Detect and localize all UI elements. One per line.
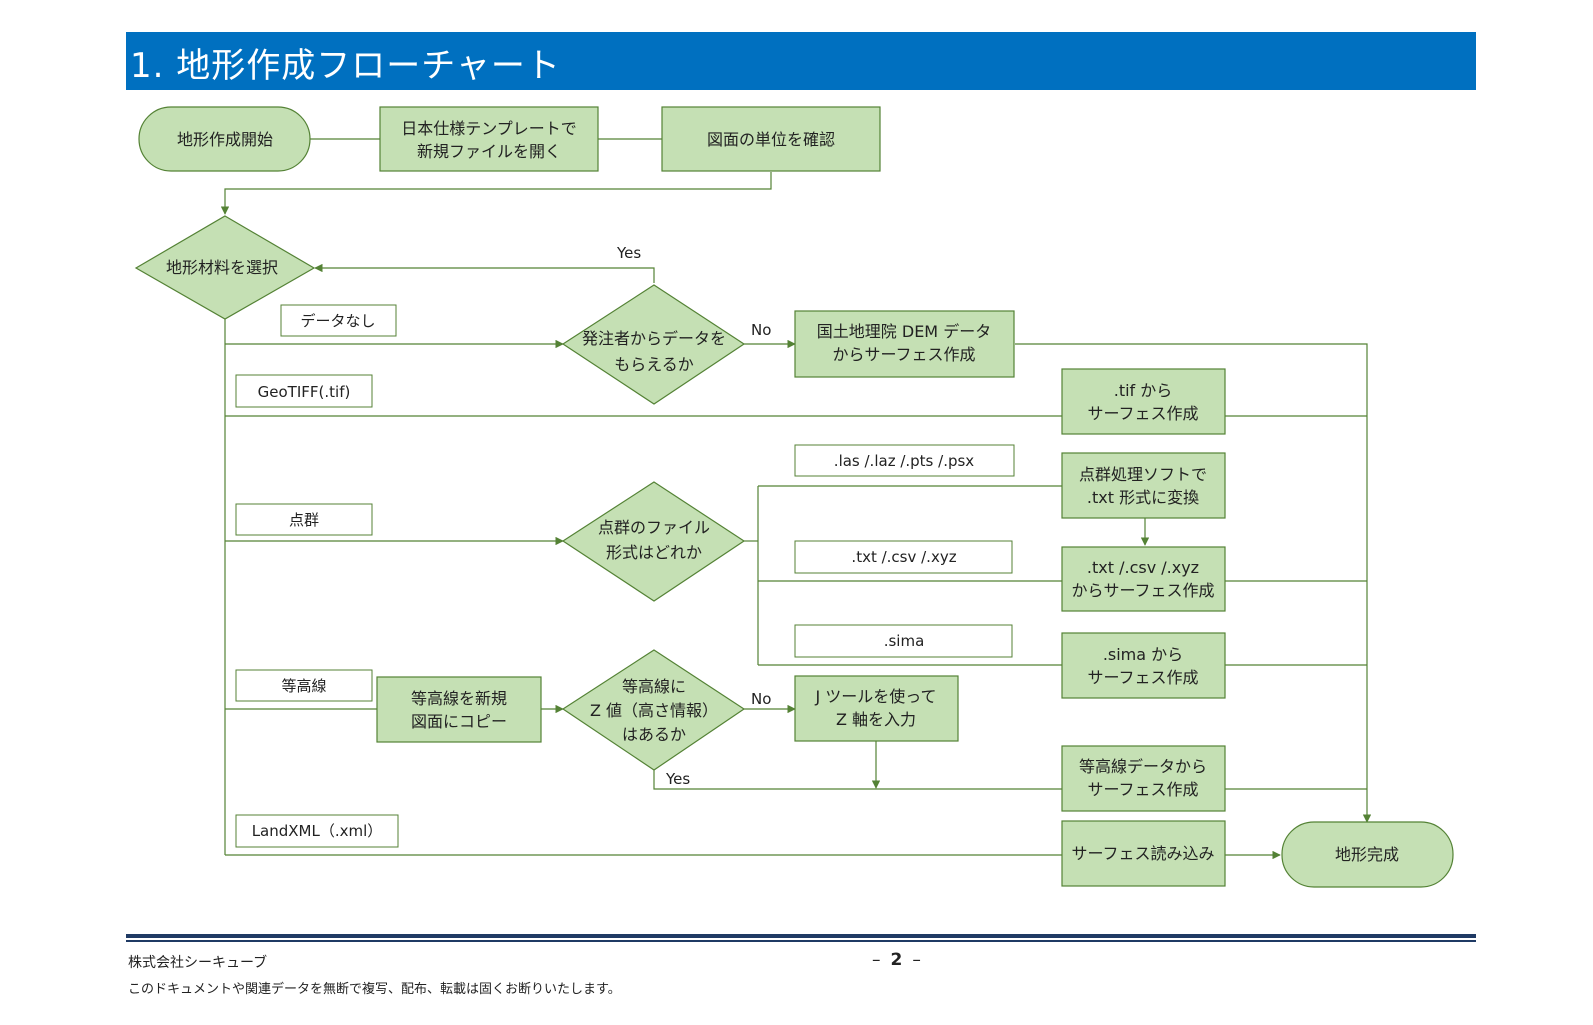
tif-surface-box	[1061, 368, 1226, 435]
label-no-top: No	[751, 321, 771, 339]
label-box-geotiff	[235, 374, 373, 408]
end-text: 地形完成	[1335, 845, 1399, 864]
label-texts: データなし GeoTIFF(.tif) 点群 等高線 LandXML（.xml）…	[252, 312, 975, 840]
client-data-text-1: 発注者からデータを	[582, 329, 726, 348]
sima-surface-text-1: .sima から	[1103, 645, 1183, 664]
txt-surface-text-1: .txt /.csv /.xyz	[1087, 558, 1199, 577]
label-contour: 等高線	[281, 677, 326, 695]
label-box-las	[794, 444, 1015, 477]
open-template-text-1: 日本仕様テンプレートで	[401, 119, 577, 138]
page-number: –2–	[872, 950, 921, 970]
connectors	[220, 138, 1372, 860]
gsi-dem-text-1: 国土地理院 DEM データ	[817, 322, 991, 341]
end-terminator	[1281, 821, 1454, 888]
contour-surface-text-1: 等高線データから	[1079, 757, 1207, 776]
label-box-txt	[794, 540, 1013, 574]
connector-right-trunk	[1015, 343, 1372, 823]
label-box-pointcloud	[235, 503, 373, 536]
z-value-text-3: はあるか	[622, 725, 686, 744]
label-sima: .sima	[884, 632, 925, 650]
page-dash-right: –	[912, 950, 921, 970]
label-geotiff: GeoTIFF(.tif)	[258, 383, 351, 401]
sima-surface-text-2: サーフェス作成	[1087, 668, 1198, 687]
load-surface-box	[1061, 820, 1226, 887]
z-value-text-1: 等高線に	[622, 677, 686, 696]
open-template-box	[379, 106, 599, 172]
pointcloud-format-text-2: 形式はどれか	[606, 543, 702, 562]
copy-contour-text-1: 等高線を新規	[411, 689, 507, 708]
flow-nodes	[134, 106, 1454, 888]
page-title: 1. 地形作成フローチャート	[130, 46, 561, 86]
select-material-diamond	[134, 215, 316, 320]
label-boxes	[235, 304, 1015, 848]
pointcloud-convert-text-1: 点群処理ソフトで	[1079, 465, 1207, 484]
label-box-sima	[794, 624, 1013, 658]
footer-company: 株式会社シーキューブ	[128, 955, 268, 971]
tif-surface-text-1: .tif から	[1114, 381, 1173, 400]
copy-contour-box	[376, 676, 542, 743]
pointcloud-convert-box	[1061, 452, 1226, 519]
connector-units-select	[220, 172, 772, 215]
gsi-dem-text-2: からサーフェス作成	[832, 345, 975, 364]
pointcloud-format-text-1: 点群のファイル	[598, 518, 710, 537]
contour-surface-text-2: サーフェス作成	[1087, 780, 1198, 799]
footer-rule	[126, 934, 1476, 938]
check-units-box	[661, 106, 881, 172]
gsi-dem-box	[794, 310, 1015, 378]
page-dash-left: –	[872, 950, 881, 970]
label-box-no-data	[280, 304, 397, 337]
j-tool-box	[794, 675, 959, 742]
label-txt-formats: .txt /.csv /.xyz	[851, 548, 956, 566]
j-tool-text-2: Z 軸を入力	[836, 710, 916, 729]
pointcloud-convert-text-2: .txt 形式に変換	[1087, 488, 1199, 507]
branch-labels: Yes No No Yes	[616, 244, 771, 788]
tif-surface-text-2: サーフェス作成	[1087, 404, 1198, 423]
label-landxml: LandXML（.xml）	[252, 822, 383, 840]
label-box-landxml	[235, 814, 399, 848]
label-pointcloud: 点群	[289, 511, 319, 529]
copy-contour-text-2: 図面にコピー	[411, 712, 507, 731]
label-yes-bottom: Yes	[665, 770, 690, 788]
start-text: 地形作成開始	[177, 130, 273, 149]
contour-surface-box	[1061, 745, 1226, 812]
client-data-text-2: もらえるか	[614, 355, 694, 374]
j-tool-text-1: J ツールを使って	[814, 687, 936, 706]
flowchart: 地形作成開始 日本仕様テンプレートで 新規ファイルを開く 図面の単位を確認 地形…	[134, 106, 1454, 888]
label-box-contour	[235, 669, 373, 702]
z-value-text-2: Z 値（高さ情報）	[590, 701, 718, 720]
connector-yes-back	[314, 263, 655, 283]
label-no-data: データなし	[300, 312, 375, 330]
label-las-formats: .las /.laz /.pts /.psx	[834, 452, 974, 470]
page-number-value: 2	[890, 950, 903, 970]
footer-rule-thin	[126, 940, 1476, 942]
title-bar: 1. 地形作成フローチャート	[126, 32, 1476, 90]
label-no-bottom: No	[751, 690, 771, 708]
node-texts: 地形作成開始 日本仕様テンプレートで 新規ファイルを開く 図面の単位を確認 地形…	[166, 119, 1399, 864]
txt-surface-box	[1061, 546, 1226, 612]
txt-surface-text-2: からサーフェス作成	[1071, 581, 1214, 600]
connector-yes-contour	[653, 770, 1062, 790]
pointcloud-format-diamond	[561, 481, 746, 602]
select-material-text: 地形材料を選択	[166, 258, 278, 277]
z-value-diamond	[561, 649, 746, 771]
label-yes-top: Yes	[616, 244, 641, 262]
footer-notice: このドキュメントや関連データを無断で複写、配布、転載は固くお断りいたします。	[128, 982, 621, 997]
start-terminator	[138, 106, 311, 172]
check-units-text: 図面の単位を確認	[707, 130, 835, 149]
load-surface-text: サーフェス読み込み	[1071, 844, 1214, 863]
open-template-text-2: 新規ファイルを開く	[417, 142, 561, 161]
sima-surface-box	[1061, 632, 1226, 699]
client-data-diamond	[561, 284, 746, 405]
